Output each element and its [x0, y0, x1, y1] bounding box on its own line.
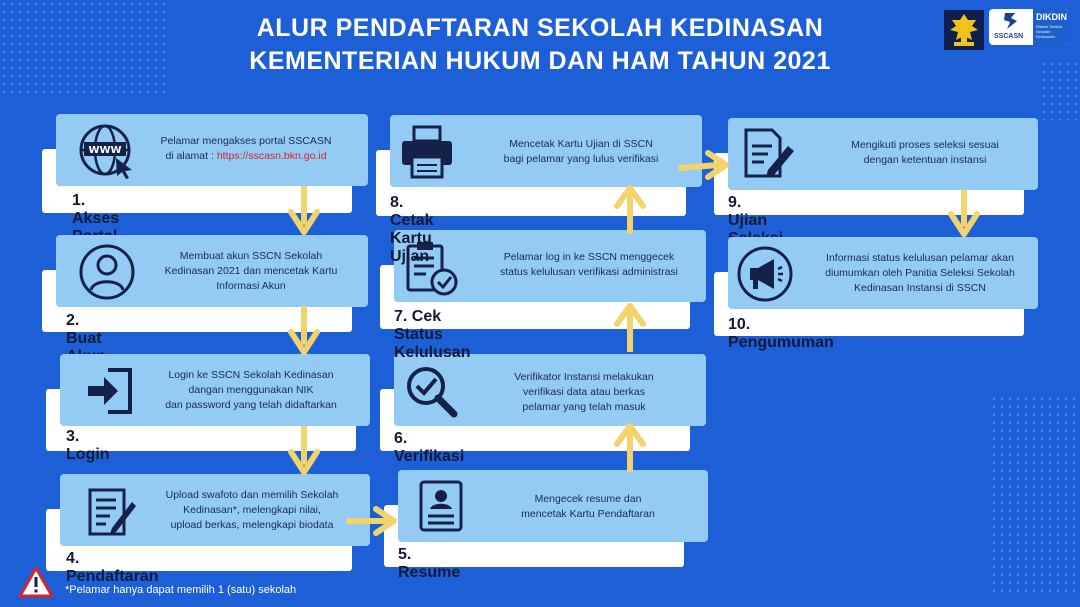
sscasn-portal-link[interactable]: https://sscasn.bkn.go.id	[216, 150, 327, 162]
step-10-label: 10. Pengumuman	[728, 316, 834, 351]
document-pen-icon	[744, 128, 794, 178]
step-7-description: Pelamar log in ke SSCN menggecek status …	[500, 251, 678, 278]
page-title-line1: ALUR PENDAFTARAN SEKOLAH KEDINASAN	[256, 14, 824, 42]
login-icon	[88, 368, 132, 414]
svg-text:WWW: WWW	[88, 145, 121, 156]
step-5-label: 5. Resume	[398, 546, 461, 581]
arrow-down-1-2	[288, 186, 320, 235]
step-3-description: Login ke SSCN Sekolah Kedinasan dangan m…	[165, 369, 337, 411]
warning-triangle-icon	[18, 566, 54, 598]
step-4-description: Upload swafoto dan memilih Sekolah Kedin…	[165, 489, 339, 531]
megaphone-icon	[737, 246, 793, 302]
arrow-up-5-6	[614, 423, 646, 472]
step-3-label: 3. Login	[66, 428, 110, 463]
dot-pattern-top-right	[1040, 60, 1080, 120]
dot-pattern-top-left	[0, 0, 170, 95]
dikdin-subtext: Sistem Seleksi Sekolah Kedinasan	[1036, 24, 1063, 39]
sscasn-s-icon	[1004, 13, 1017, 29]
arrow-down-2-3	[288, 306, 320, 355]
clipboard-check-icon	[406, 242, 458, 296]
step-8-label: 8. Cetak Kartu Ujian	[390, 194, 434, 265]
magnifier-check-icon	[407, 367, 458, 418]
arrow-right-8-9	[678, 150, 729, 180]
dot-pattern-right	[990, 395, 1080, 595]
step-6-description: Verifikator Instansi melakukan verifikas…	[514, 371, 654, 413]
step-1-description: Pelamar mengakses portal SSCASN di alama…	[160, 135, 332, 162]
arrow-down-9-10	[948, 190, 980, 237]
sscasn-dikdin-logo: SSCASN DIKDIN Sistem Seleksi Sekolah Ked…	[989, 9, 1068, 45]
arrow-up-6-7	[614, 303, 646, 352]
step-5-description: Mengecek resume dan mencetak Kartu Penda…	[521, 493, 655, 520]
footnote: *Pelamar hanya dapat memilih 1 (satu) se…	[65, 584, 297, 596]
step-10-description: Informasi status kelulusan pelamar akan …	[825, 252, 1015, 294]
id-card-icon	[419, 480, 463, 532]
sscasn-text: SSCASN	[994, 33, 1024, 40]
step-2-description: Membuat akun SSCN Sekolah Kedinasan 2021…	[164, 250, 338, 292]
sscasn-logo: SSCASN	[989, 9, 1032, 45]
dikdin-logo: DIKDIN Sistem Seleksi Sekolah Kedinasan	[1033, 9, 1068, 45]
step-4-label: 4. Pendaftaran	[66, 550, 159, 585]
page-title-line2: KEMENTERIAN HUKUM DAN HAM TAHUN 2021	[249, 47, 831, 75]
step-9-description: Mengikuti proses seleksi sesuai dengan k…	[851, 139, 999, 166]
www-globe-icon: WWW	[79, 124, 132, 179]
arrow-right-4-5	[346, 506, 397, 536]
kemenkumham-logo-icon	[944, 10, 984, 50]
step-8-description: Mencetak Kartu Ujian di SSCN bagi pelama…	[503, 138, 659, 165]
form-pen-icon	[88, 488, 136, 536]
arrow-down-3-4	[288, 426, 320, 475]
arrow-up-7-8	[614, 185, 646, 234]
printer-icon	[402, 125, 452, 179]
step-7-label: 7. Cek Status Kelulusan	[394, 308, 471, 361]
step-6-label: 6. Verifikasi	[394, 430, 465, 465]
dikdin-text: DIKDIN	[1036, 12, 1067, 22]
user-avatar-icon	[79, 244, 135, 300]
